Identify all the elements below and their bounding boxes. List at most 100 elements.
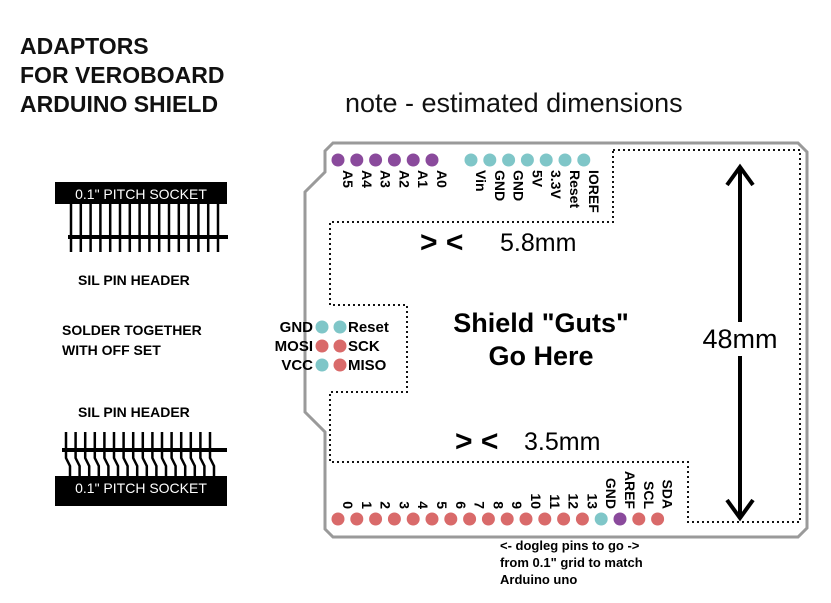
top-socket-assembly: 0.1" PITCH SOCKET: [55, 182, 228, 252]
pin-dot-reset: [558, 153, 572, 167]
pin-dot-6: [444, 512, 458, 526]
pin-dot-13: [575, 512, 589, 526]
socket-label-top: 0.1" PITCH SOCKET: [75, 186, 207, 202]
title-line-1: ADAPTORS: [20, 33, 149, 59]
pin-dot-1: [350, 512, 364, 526]
top-gap-label: 5.8mm: [500, 229, 576, 257]
pin-dot-gnd: [594, 512, 608, 526]
pin-label-ioref: IOREF: [586, 170, 602, 213]
dogleg-pin: [151, 432, 158, 476]
pin-label-sda: SDA: [660, 479, 676, 509]
pin-label-aref: AREF: [622, 471, 638, 510]
socket-pins-top: [69, 204, 220, 252]
pin-label-6: 6: [453, 501, 469, 509]
pin-label-5: 5: [434, 501, 450, 509]
dogleg-pins: [64, 432, 216, 476]
sil-header-label-1: SIL PIN HEADER: [78, 272, 190, 288]
pin-dot-5v: [520, 153, 534, 167]
pin-dot-gnd: [483, 153, 497, 167]
pin-label-gnd: GND: [492, 170, 508, 201]
pin-label-11: 11: [547, 494, 563, 509]
pin-dot-aref: [613, 512, 627, 526]
bottom-gap-arrows: > <: [455, 425, 498, 458]
pin-label-gnd: GND: [603, 478, 619, 509]
pin-label-a4: A4: [359, 170, 375, 188]
pin-dot-scl: [632, 512, 646, 526]
bottom-socket-assembly: 0.1" PITCH SOCKET: [55, 432, 227, 506]
dogleg-pin: [141, 432, 149, 476]
pin-dot-0: [331, 512, 345, 526]
pin-dot-9: [500, 512, 514, 526]
height-label: 48mm: [702, 324, 777, 354]
pin-label-9: 9: [509, 501, 525, 509]
icsp-right-label-reset: Reset: [348, 319, 389, 336]
dogleg-pin: [93, 432, 101, 476]
icsp-right-label-miso: MISO: [348, 357, 387, 374]
icsp-left-label-gnd: GND: [280, 319, 314, 336]
pin-dot-7: [463, 512, 477, 526]
dogleg-pin: [74, 432, 81, 476]
arduino-board-outline: [303, 141, 809, 539]
dogleg-pin: [160, 432, 168, 476]
pin-label-gnd: GND: [511, 170, 527, 201]
pin-dot-ioref: [577, 153, 591, 167]
dogleg-note-2: from 0.1" grid to match: [500, 555, 643, 570]
pin-label-a0: A0: [434, 170, 450, 188]
icsp-pin: [333, 320, 347, 334]
pin-dot-a0: [425, 153, 439, 167]
height-arrow: [692, 163, 788, 522]
icsp-pin: [315, 320, 329, 334]
title-line-3: ARDUINO SHIELD: [20, 91, 219, 117]
page-title: ADAPTORS FOR VEROBOARD ARDUINO SHIELD: [20, 32, 224, 119]
icsp-header: [315, 320, 347, 372]
pin-label-3: 3: [396, 501, 412, 509]
dogleg-note-3: Arduino uno: [500, 572, 577, 587]
icsp-pin: [333, 339, 347, 353]
title-line-2: FOR VEROBOARD: [20, 62, 225, 88]
pin-label-scl: SCL: [641, 481, 657, 509]
dogleg-pin: [103, 432, 110, 476]
solder-label-1: SOLDER TOGETHER: [62, 322, 202, 338]
pin-dot-a4: [350, 153, 364, 167]
pin-dot-5: [425, 512, 439, 526]
pin-label-2: 2: [378, 501, 394, 509]
pin-dot-a5: [331, 153, 345, 167]
icsp-left-label-vcc: VCC: [281, 357, 313, 374]
pin-label-13: 13: [584, 493, 600, 509]
dogleg-note-1: <- dogleg pins to go ->: [500, 538, 640, 553]
pin-dot-a1: [406, 153, 420, 167]
pin-dot-vin: [464, 153, 478, 167]
guts-label-line-2: Go Here: [488, 341, 593, 371]
socket-body-bottom: [55, 476, 227, 506]
pin-dot-a3: [369, 153, 383, 167]
top-gap-arrows: > <: [420, 226, 463, 259]
pin-dot-4: [406, 512, 420, 526]
pin-label-a2: A2: [396, 170, 412, 188]
pin-label-33v: 3.3V: [548, 170, 564, 199]
icsp-right-label-sck: SCK: [348, 338, 380, 355]
pin-dot-12: [557, 512, 571, 526]
icsp-pin: [315, 339, 329, 353]
dogleg-pin: [199, 432, 206, 476]
pin-dot-2: [369, 512, 383, 526]
pin-label-5v: 5V: [529, 170, 545, 188]
solder-label-2: WITH OFF SET: [62, 342, 161, 358]
icsp-pin: [333, 358, 347, 372]
pin-label-4: 4: [415, 501, 431, 509]
dogleg-pin: [189, 432, 197, 476]
dogleg-pin: [112, 432, 120, 476]
pin-label-8: 8: [490, 501, 506, 509]
dogleg-pin: [64, 432, 72, 476]
pin-dot-33v: [539, 153, 553, 167]
pin-label-10: 10: [528, 493, 544, 509]
pin-label-0: 0: [340, 501, 356, 509]
pin-dot-8: [481, 512, 495, 526]
pin-dot-gnd: [502, 153, 516, 167]
guts-label-line-1: Shield "Guts": [453, 308, 629, 338]
dogleg-pin: [179, 432, 187, 476]
pin-label-vin: Vin: [473, 170, 489, 192]
header-bar-bottom: [62, 448, 227, 452]
